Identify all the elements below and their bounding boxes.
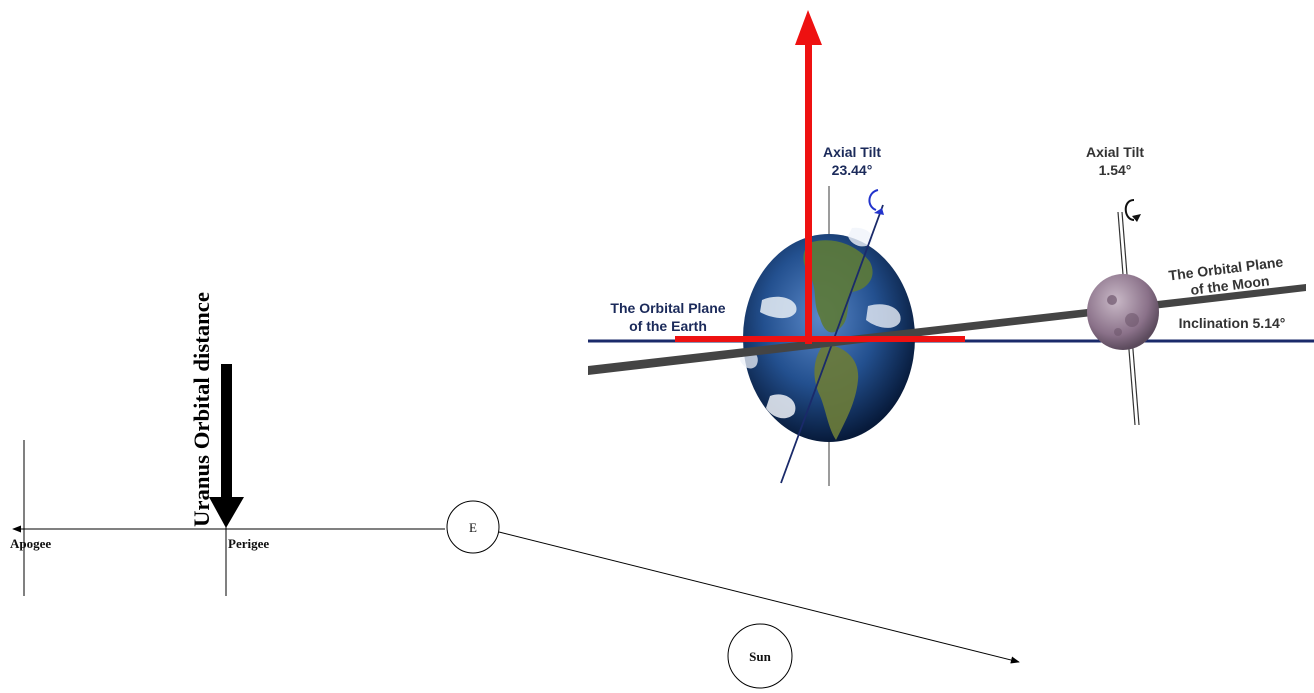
moon-rotation-arrow-icon (1124, 199, 1135, 221)
left-orbit-diagram: Uranus Orbital distance Apogee Perigee E… (10, 292, 1020, 689)
earth-axial-tilt-value: 23.44° (832, 162, 873, 178)
right-orbit-diagram: Axial Tilt 23.44° Axial Tilt 1.54° The O… (588, 144, 1314, 486)
earth-rotation-arrowhead-icon (874, 208, 884, 215)
sun-node-label: Sun (749, 649, 771, 664)
orbital-distance-arrow-shaft (221, 364, 232, 500)
sun-node (727, 623, 793, 689)
red-vertical-arrowhead (795, 10, 822, 45)
orbital-distance-arrow-head (209, 497, 244, 528)
inclination-label: Inclination 5.14° (1179, 315, 1286, 331)
moon-axial-tilt-value: 1.54° (1099, 162, 1132, 178)
earth-to-sun-direction-line (498, 531, 1020, 664)
perigee-label: Perigee (228, 536, 269, 551)
earth-orbital-plane-label-line1: The Orbital Plane (610, 300, 725, 316)
apogee-label: Apogee (10, 536, 51, 551)
red-horizontal-axis (675, 336, 965, 342)
earth-node-label: E (469, 520, 477, 535)
red-vertical-axis (805, 42, 812, 344)
earth-rotation-arrow-icon (868, 189, 879, 211)
earth-axial-tilt-title: Axial Tilt (823, 144, 881, 160)
red-axes-overlay (675, 10, 965, 344)
earth-orbital-plane-label-line2: of the Earth (629, 318, 707, 334)
moon-rotation-arrowhead-icon (1132, 214, 1141, 222)
moon-globe (1087, 274, 1159, 350)
uranus-orbital-distance-label: Uranus Orbital distance (189, 292, 214, 527)
moon-axial-tilt-title: Axial Tilt (1086, 144, 1144, 160)
earth-node (446, 500, 500, 554)
